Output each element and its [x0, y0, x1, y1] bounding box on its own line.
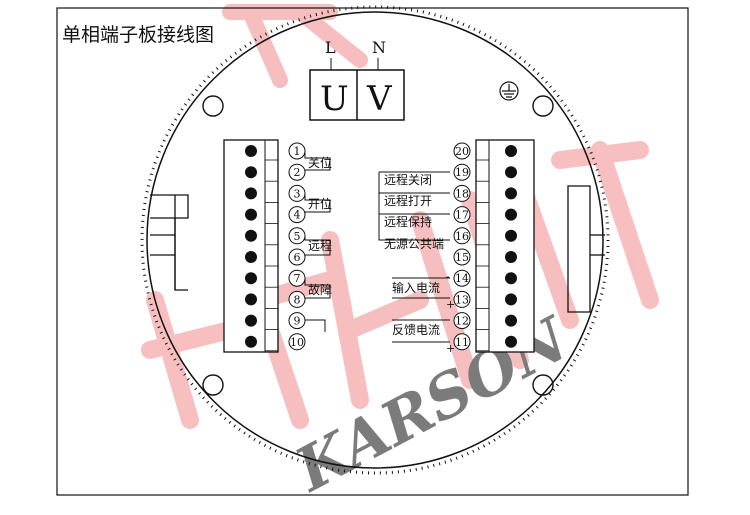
- right-terminal-number: 13: [455, 293, 469, 306]
- label-N: N: [372, 38, 386, 57]
- left-terminal-number: 9: [294, 315, 301, 328]
- left-screw-6: [245, 251, 257, 263]
- right-contacts: [378, 171, 450, 343]
- right-screw-17: [505, 208, 517, 221]
- left-terminal-number: 3: [294, 187, 301, 200]
- housing-circle: [146, 11, 604, 469]
- right-terminal-16: [453, 227, 471, 245]
- left-terminal-number: 6: [294, 251, 301, 264]
- ground-icon: [499, 81, 519, 101]
- label-remote-close: 远程关闭: [384, 172, 432, 187]
- label-minus-feedback: -: [446, 313, 450, 326]
- label-remote: 远程: [308, 238, 332, 253]
- right-terminal-19: [453, 163, 471, 181]
- right-screw-16: [505, 229, 517, 242]
- right-screw-13: [505, 293, 517, 306]
- label-passive-common: 无源公共端: [384, 237, 444, 251]
- label-plus-feedback: +: [446, 342, 455, 355]
- right-terminal-20: [453, 142, 471, 160]
- left-terminal-number: 8: [294, 293, 301, 306]
- label-open-pos: 开位: [308, 196, 332, 211]
- label-L: L: [325, 38, 336, 57]
- right-screw-12: [505, 314, 517, 327]
- right-terminal-17: [453, 206, 471, 224]
- right-terminal-12: [453, 312, 471, 330]
- housing-outer-dots: [140, 5, 610, 475]
- right-terminal-number: 15: [455, 251, 469, 264]
- right-terminal-15: [453, 248, 471, 266]
- right-screw-18: [505, 187, 517, 200]
- label-minus-input: -: [446, 270, 450, 283]
- left-terminal-8: [288, 290, 306, 308]
- right-terminal-number: 11: [455, 336, 469, 349]
- right-terminal-number: 18: [455, 187, 469, 200]
- right-terminal-number: 19: [455, 166, 469, 179]
- label-remote-open: 远程打开: [384, 193, 432, 208]
- right-terminal-number: 20: [455, 145, 469, 158]
- right-screw-19: [505, 166, 517, 179]
- right-terminal-number: 14: [455, 272, 469, 285]
- right-terminal-number: 12: [455, 315, 469, 328]
- left-terminal-5: [288, 227, 306, 245]
- left-terminal-number: 2: [294, 166, 301, 179]
- left-screw-7: [245, 272, 257, 285]
- label-V: V: [366, 79, 393, 119]
- left-terminal-7: [288, 269, 306, 287]
- left-terminal-3: [288, 184, 306, 202]
- label-plus-input: +: [446, 298, 455, 311]
- left-screw-9: [245, 314, 257, 327]
- right-terminal-14: [453, 269, 471, 287]
- left-screw-5: [245, 229, 257, 242]
- left-terminal-number: 5: [294, 230, 301, 243]
- left-terminal-1: [288, 142, 306, 160]
- left-terminal-10: [288, 333, 306, 351]
- right-terminal-number: 17: [455, 209, 469, 222]
- right-screw-14: [505, 272, 517, 285]
- left-terminal-number: 7: [294, 272, 301, 285]
- right-terminal-18: [453, 184, 471, 202]
- diagram-title: 单相端子板接线图: [62, 24, 215, 46]
- label-close-pos: 关位: [308, 155, 332, 170]
- left-screw-1: [245, 145, 257, 157]
- right-screw-11: [505, 335, 517, 348]
- left-screw-2: [245, 166, 257, 179]
- right-terminal-strip: [475, 139, 535, 353]
- left-terminal-6: [288, 248, 306, 266]
- left-screw-3: [245, 187, 257, 200]
- left-screw-10: [245, 335, 257, 348]
- label-feedback-current: 反馈电流: [392, 323, 440, 337]
- left-terminal-4: [288, 206, 306, 224]
- right-screw-15: [505, 251, 517, 263]
- right-bracket: [567, 185, 605, 313]
- right-terminal-number: 16: [455, 230, 469, 243]
- right-terminal-13: [453, 290, 471, 308]
- right-screw-20: [505, 145, 517, 157]
- left-screw-4: [245, 208, 257, 221]
- left-terminal-2: [288, 163, 306, 181]
- left-screw-8: [245, 293, 257, 306]
- label-input-current: 输入电流: [392, 280, 440, 295]
- left-terminal-number: 4: [294, 209, 301, 222]
- left-terminal-number: 10: [290, 336, 304, 349]
- left-terminal-number: 1: [294, 145, 301, 158]
- frame: [56, 7, 689, 496]
- right-terminal-11: [453, 333, 471, 351]
- label-remote-hold: 远程保持: [384, 214, 432, 229]
- label-fault: 故障: [308, 282, 332, 297]
- mounting-holes: [202, 95, 554, 396]
- label-U: U: [320, 79, 349, 119]
- left-bracket: [150, 194, 189, 291]
- left-terminal-9: [288, 312, 306, 330]
- power-supply-block: L N U V: [309, 38, 405, 121]
